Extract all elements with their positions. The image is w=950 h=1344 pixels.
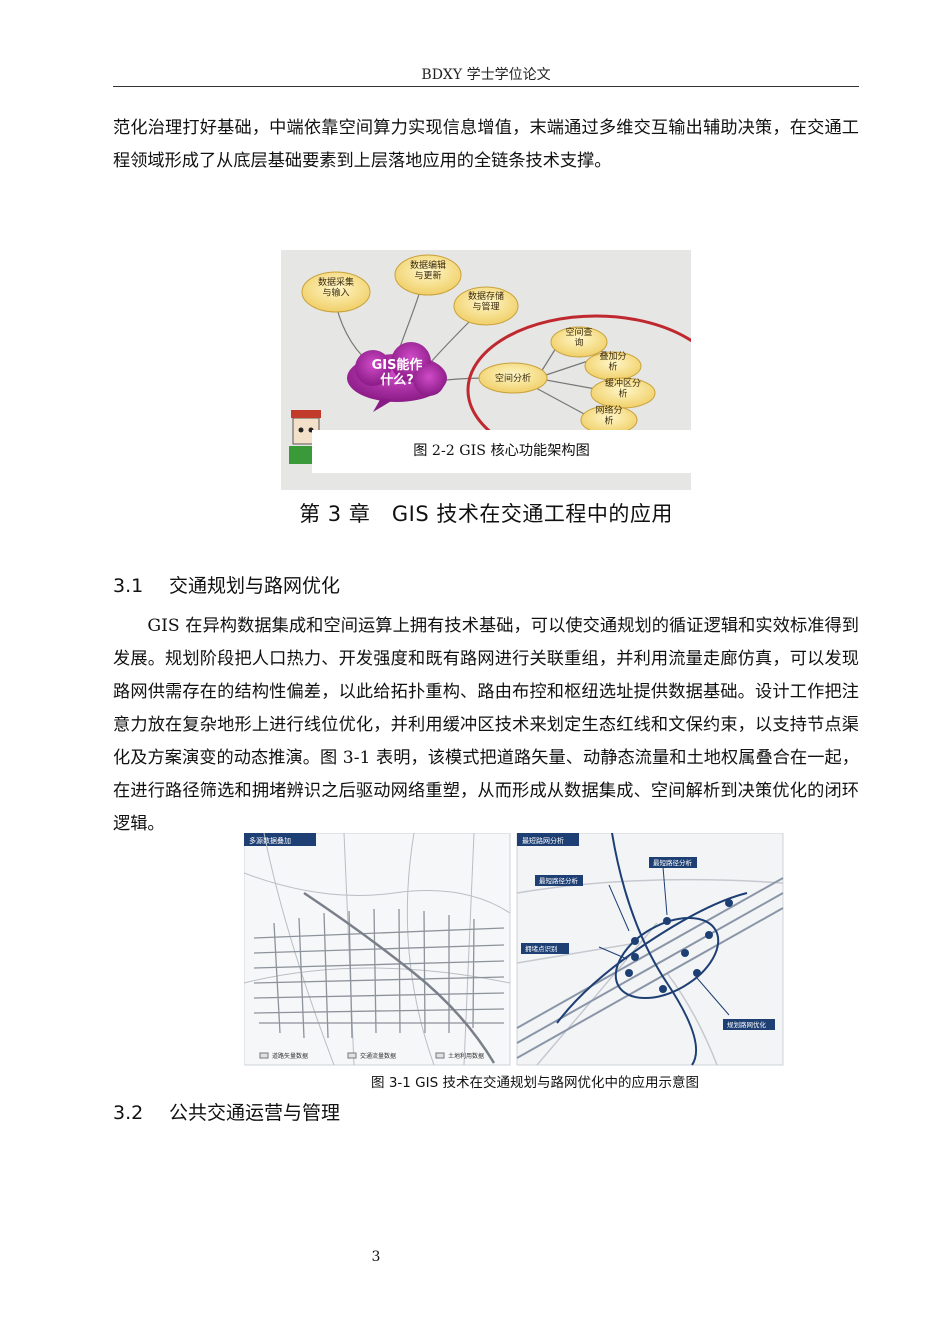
section-number: 3.2 — [113, 1102, 144, 1124]
running-header: BDXY 学士学位论文 — [421, 67, 551, 83]
figure-2-2: 数据采集与输入 数据编辑与更新 数据存储与管理 空间分析 空间查询 叠加分析 缓… — [281, 250, 691, 490]
section-heading-3-2: 3.2 公共交通运营与管理 — [113, 1098, 340, 1125]
legend-label: 交通流量数据 — [360, 1052, 396, 1060]
figure-3-1: 道路矢量数据 交通流量数据 土地利用数据 多源数据叠加 — [244, 833, 785, 1067]
chapter-label: 第 3 章 — [299, 502, 371, 526]
legend-label: 土地利用数据 — [448, 1052, 484, 1060]
node-label: 空间分析 — [495, 372, 531, 384]
panel-title: 多源数据叠加 — [249, 836, 291, 845]
node-label: 数据采集与输入 — [318, 276, 354, 298]
panel-title: 最短路网分析 — [522, 836, 564, 845]
gis-cloud-icon — [347, 342, 447, 412]
header-rule — [113, 86, 859, 87]
node-label: 数据编辑与更新 — [410, 259, 446, 281]
figure-3-1-caption: 图 3-1 GIS 技术在交通规划与路网优化中的应用示意图 — [371, 1075, 699, 1091]
chapter-title: GIS 技术在交通工程中的应用 — [391, 502, 673, 526]
label-arrows — [598, 866, 730, 1016]
map-label: 最短路径分析 — [539, 876, 579, 885]
gis-nodes — [301, 254, 656, 435]
figure-3-1-graphic: 道路矢量数据 交通流量数据 土地利用数据 多源数据叠加 — [244, 833, 784, 1066]
right-map-panel: 最短路径分析 最短路径分析 拥堵点识别 规划路网优化 最短路网分析 — [516, 833, 784, 1066]
figure-2-2-caption: 图 2-2 GIS 核心功能架构图 — [312, 430, 691, 473]
node-label: 数据存储与管理 — [468, 290, 504, 312]
section-title: 公共交通运营与管理 — [169, 1102, 341, 1124]
node-label: 空间查询 — [565, 326, 592, 348]
node-label: 叠加分析 — [599, 351, 626, 372]
section-number: 3.1 — [113, 575, 144, 597]
cloud-label: GIS能作什么? — [372, 357, 423, 388]
legend: 道路矢量数据 交通流量数据 土地利用数据 — [259, 1052, 484, 1060]
figure-2-2-graphic: 数据采集与输入 数据编辑与更新 数据存储与管理 空间分析 空间查询 叠加分析 缓… — [289, 254, 691, 466]
legend-label: 道路矢量数据 — [272, 1052, 308, 1060]
road-grid — [253, 908, 505, 1039]
node-label: 网络分析 — [595, 404, 622, 426]
map-label: 规划路网优化 — [727, 1020, 767, 1029]
node-label: 缓冲区分析 — [605, 377, 641, 399]
chapter-heading: 第 3 章 GIS 技术在交通工程中的应用 — [113, 498, 859, 528]
section-3-1-paragraph: GIS 在异构数据集成和空间运算上拥有技术基础，可以使交通规划的循证逻辑和实效标… — [113, 616, 859, 834]
section-title: 交通规划与路网优化 — [169, 575, 341, 597]
page-number: 3 — [371, 1249, 381, 1265]
intro-paragraph: 范化治理打好基础，中端依靠空间算力实现信息增值，末端通过多维交互输出辅助决策，在… — [113, 118, 859, 171]
section-heading-3-1: 3.1 交通规划与路网优化 — [113, 571, 340, 598]
left-map-panel: 道路矢量数据 交通流量数据 土地利用数据 多源数据叠加 — [244, 833, 511, 1066]
map-label: 最短路径分析 — [653, 858, 693, 867]
route-lines — [556, 833, 748, 1066]
map-label: 拥堵点识别 — [525, 944, 558, 953]
